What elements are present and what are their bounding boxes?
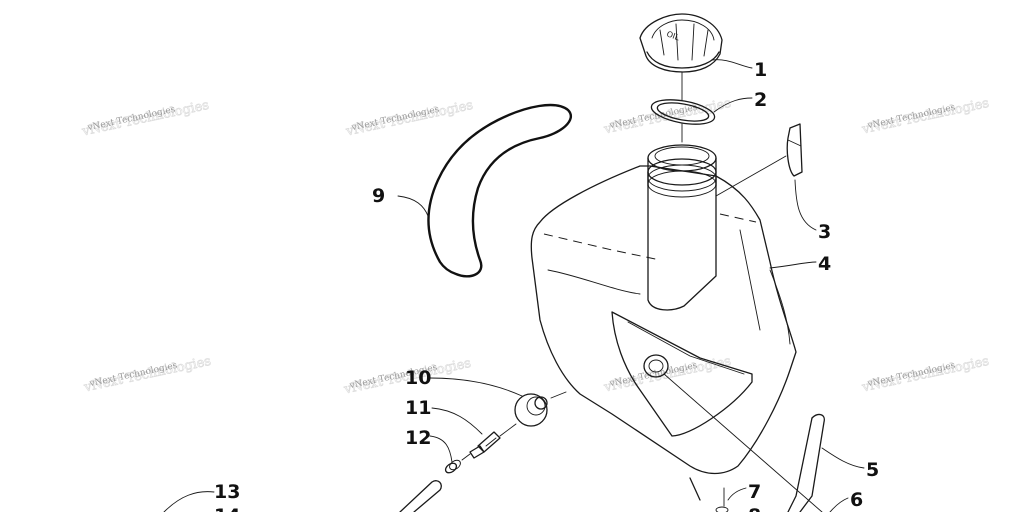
watermark-5: vNext Technologies vNext Technologies xyxy=(82,353,213,395)
watermark-4: vNext Technologies vNext Technologies xyxy=(860,95,991,137)
clamp-part xyxy=(444,453,471,474)
part-label-4: 4 xyxy=(818,253,831,275)
strap-part xyxy=(787,413,825,512)
leader-lines xyxy=(163,59,865,512)
part-label-8: 8 xyxy=(748,505,761,512)
clip-part xyxy=(786,123,803,177)
part-label-3: 3 xyxy=(818,221,831,243)
part-label-7: 7 xyxy=(748,481,761,503)
watermark-8: vNext Technologies vNext Technologies xyxy=(860,353,991,395)
svg-text:OIL: OIL xyxy=(665,29,681,42)
part-label-2: 2 xyxy=(754,89,767,111)
part-label-9: 9 xyxy=(372,185,385,207)
fuel-tank-part xyxy=(530,144,797,475)
grommet-part xyxy=(514,391,567,427)
part-label-13: 13 xyxy=(214,481,240,503)
part-label-6: 6 xyxy=(850,489,863,511)
part-label-12: 12 xyxy=(405,427,431,449)
part-label-1: 1 xyxy=(754,59,767,81)
hose-loop-part xyxy=(427,103,572,278)
watermark-group: vNext Technologies vNext Technologies vN… xyxy=(80,95,991,397)
watermark-7: vNext Technologies vNext Technologies xyxy=(602,353,733,395)
part-labels: 1 2 3 4 5 6 7 8 9 10 11 12 13 14 xyxy=(214,59,879,512)
fitting-part xyxy=(469,423,517,459)
part-label-11: 11 xyxy=(405,397,431,419)
watermark-3: vNext Technologies vNext Technologies xyxy=(602,95,733,137)
hose-part xyxy=(399,480,442,512)
bottom-bolt-part xyxy=(689,477,729,512)
watermark-1: vNext Technologies vNext Technologies xyxy=(80,97,211,139)
part-label-10: 10 xyxy=(405,367,431,389)
fuel-cap-part: OIL xyxy=(639,13,723,73)
o-ring-part xyxy=(650,99,716,125)
part-label-14: 14 xyxy=(214,505,240,512)
watermark-2: vNext Technologies vNext Technologies xyxy=(344,97,475,139)
part-label-5: 5 xyxy=(866,459,879,481)
